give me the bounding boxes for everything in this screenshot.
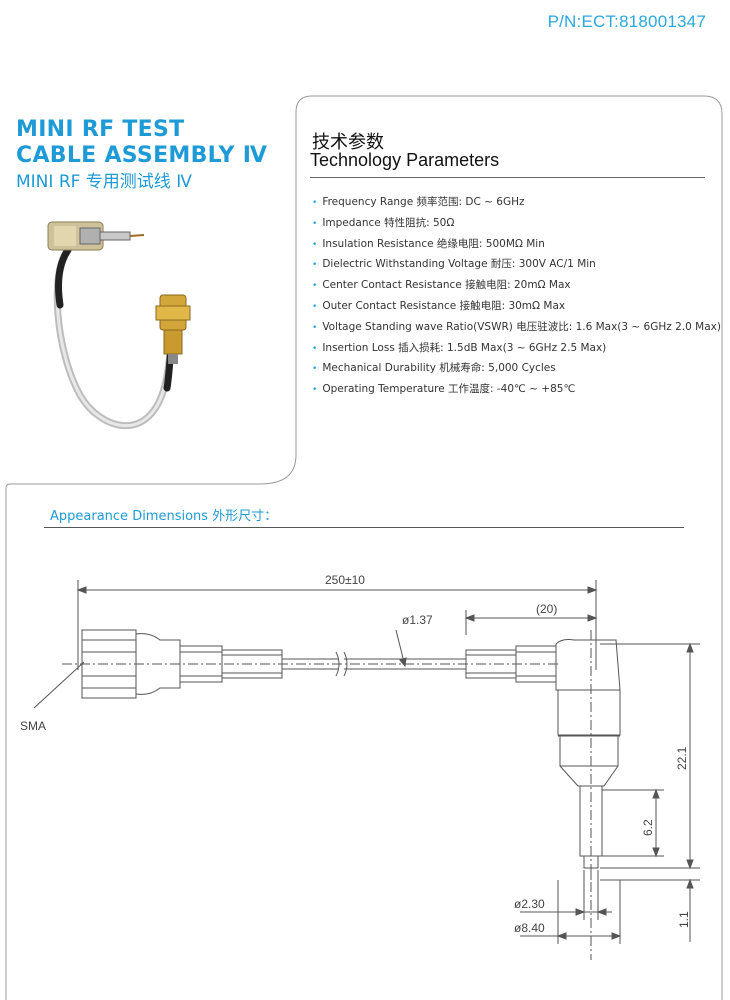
spec-item: • Operating Temperature 工作温度: -40℃ ~ +85℃ (312, 379, 721, 400)
connector-label: SMA (20, 719, 46, 733)
appearance-divider (44, 527, 684, 528)
spec-text: Operating Temperature 工作温度: -40℃ ~ +85℃ (322, 383, 576, 396)
dim-bend-offset: (20) (536, 602, 557, 616)
spec-item: • Outer Contact Resistance 接触电阻: 30mΩ Max (312, 296, 721, 317)
appearance-heading: Appearance Dimensions 外形尺寸： (50, 509, 278, 524)
part-number: P/N:ECT:818001347 (547, 12, 706, 31)
dim-pin-diameter: ø2.30 (514, 897, 545, 911)
tech-params-heading-cn: 技术参数 (312, 132, 384, 153)
spec-item: • Dielectric Withstanding Voltage 耐压: 300… (312, 254, 721, 275)
spec-item: • Mechanical Durability 机械寿命: 5,000 Cycle… (312, 358, 721, 379)
title-line-1: MINI RF TEST (16, 117, 185, 142)
spec-item: • Impedance 特性阻抗: 50Ω (312, 213, 721, 234)
bullet-icon: • (312, 385, 318, 396)
spec-text: Dielectric Withstanding Voltage 耐压: 300V… (322, 258, 596, 271)
bullet-icon: • (312, 198, 318, 208)
tech-params-heading-en: Technology Parameters (310, 150, 500, 170)
spec-text: Insulation Resistance 绝缘电阻: 500MΩ Min (322, 237, 545, 250)
spec-item: • Center Contact Resistance 接触电阻: 20mΩ Ma… (312, 275, 721, 296)
spec-list: • Frequency Range 频率范围: DC ~ 6GHz • Impeda… (312, 192, 721, 400)
spec-item: • Frequency Range 频率范围: DC ~ 6GHz (312, 192, 721, 213)
spec-text: Voltage Standing wave Ratio(VSWR) 电压驻波比:… (322, 320, 721, 333)
bullet-icon: • (312, 239, 318, 250)
title-subtitle: MINI RF 专用测试线 Ⅳ (16, 172, 192, 192)
product-title: MINI RF TEST CABLE ASSEMBLY Ⅳ MINI RF 专用… (16, 117, 267, 193)
bullet-icon: • (312, 281, 318, 292)
spec-item: • Insulation Resistance 绝缘电阻: 500MΩ Min (312, 234, 721, 255)
spec-text: Mechanical Durability 机械寿命: 5,000 Cycles (322, 362, 556, 375)
product-photo (47, 221, 191, 430)
spec-text: Outer Contact Resistance 接触电阻: 30mΩ Max (322, 299, 566, 312)
spec-item: • Voltage Standing wave Ratio(VSWR) 电压驻波比… (312, 317, 721, 338)
spec-text: Insertion Loss 插入损耗: 1.5dB Max(3 ~ 6GHz … (322, 341, 607, 354)
dim-length: 250±10 (325, 573, 365, 587)
dimension-drawing: 250±10 (20) ø1.37 SMA ø2.30 ø8.40 22.1 6… (20, 573, 700, 960)
dim-pin-length: 6.2 (641, 819, 655, 836)
bullet-icon: • (312, 364, 318, 375)
spec-item: • Insertion Loss 插入损耗: 1.5dB Max(3 ~ 6GHz… (312, 338, 721, 359)
dim-body-diameter: ø8.40 (514, 921, 545, 935)
bullet-icon: • (312, 218, 318, 229)
dim-tip: 1.1 (677, 911, 691, 928)
title-line-2: CABLE ASSEMBLY Ⅳ (16, 143, 268, 168)
dim-cable-diameter: ø1.37 (402, 613, 433, 627)
tech-params-divider (310, 177, 705, 178)
bullet-icon: • (312, 301, 318, 312)
bullet-icon: • (312, 343, 318, 354)
spec-text: Frequency Range 频率范围: DC ~ 6GHz (322, 196, 525, 208)
bullet-icon: • (312, 322, 318, 333)
spec-frame-top (295, 95, 723, 1000)
bullet-icon: • (312, 260, 318, 271)
spec-text: Impedance 特性阻抗: 50Ω (322, 216, 455, 229)
dim-height: 22.1 (675, 746, 689, 770)
spec-frame-bottom (5, 454, 297, 1000)
spec-text: Center Contact Resistance 接触电阻: 20mΩ Max (322, 279, 571, 292)
